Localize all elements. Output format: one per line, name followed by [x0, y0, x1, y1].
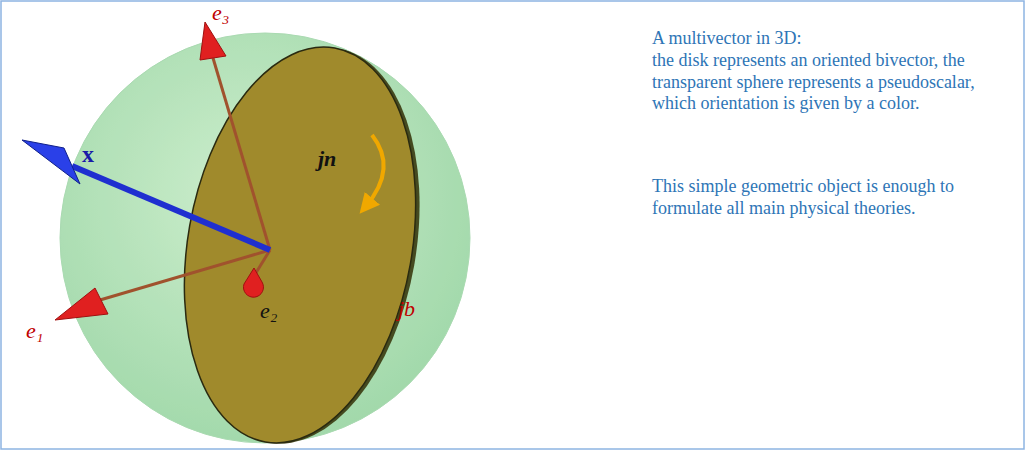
description-text: A multivector in 3D: [652, 28, 997, 50]
x-vector-arrowhead [22, 140, 80, 184]
e2-arrowhead [243, 268, 263, 297]
e1-shaft [100, 250, 270, 300]
bivector-label: jn [318, 146, 336, 172]
orientation-arrow [366, 135, 384, 206]
vector-label: x [82, 140, 94, 169]
axis-label: e₁ [26, 318, 43, 344]
e3-arrowhead [200, 22, 226, 60]
e1-arrowhead [55, 288, 108, 320]
axis-label: e₂ [260, 298, 277, 324]
x-vector-shaft [72, 166, 270, 250]
pseudoscalar-label: jb [398, 296, 415, 322]
e3-shaft [213, 58, 270, 250]
axis-label: e₃ [212, 0, 229, 26]
bivector-disk [155, 29, 449, 450]
description-text: the disk represents an oriented bivector… [652, 50, 997, 115]
description-text: This simple geometric object is enough t… [652, 176, 997, 219]
